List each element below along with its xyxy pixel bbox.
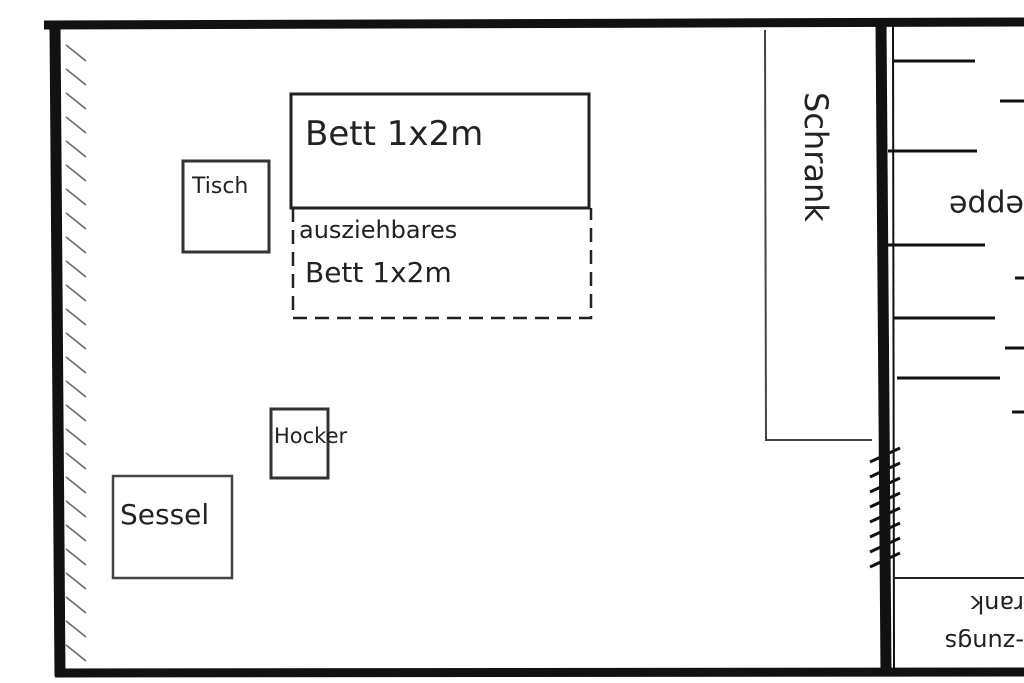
hatch-stroke	[65, 164, 87, 182]
hatch-stroke	[65, 404, 87, 422]
hatch-stroke	[65, 116, 87, 134]
pullout-bed-label-2: Bett 1x2m	[305, 256, 452, 289]
pullout-bed	[291, 208, 593, 320]
table	[181, 159, 271, 254]
wall-inner	[875, 23, 892, 675]
hatch-stroke	[65, 260, 87, 278]
hatch-stroke	[869, 506, 901, 524]
hatch-stroke	[65, 236, 87, 254]
hatch-stroke	[65, 500, 87, 518]
hatch-stroke	[65, 284, 87, 302]
hatch-stroke	[65, 356, 87, 374]
hatch-stroke	[65, 92, 87, 110]
wall-right-border	[892, 25, 895, 671]
hatch-stroke	[65, 380, 87, 398]
hatch-stroke	[65, 332, 87, 350]
hatch-stroke	[65, 596, 87, 614]
hatch-stroke	[869, 446, 901, 464]
cabinet-label-2: -zungs	[945, 628, 1024, 656]
armchair-label: Sessel	[120, 498, 209, 531]
table-label: Tisch	[191, 174, 248, 199]
wardrobe	[764, 29, 872, 441]
armchair	[111, 474, 234, 580]
hatch-stroke	[65, 140, 87, 158]
wall-top	[43, 17, 1024, 30]
hatch-stroke	[65, 452, 87, 470]
hatch-stroke	[65, 572, 87, 590]
bed-label: Bett 1x2m	[305, 114, 483, 154]
wall-left	[49, 24, 66, 677]
hatch-stroke	[65, 308, 87, 326]
hatch-stroke	[65, 428, 87, 446]
hatch-stroke	[869, 536, 901, 554]
hatch-stroke	[869, 476, 901, 494]
stairs-label: eppe	[949, 188, 1024, 223]
wardrobe-label: Schrank	[797, 92, 835, 222]
hatch-stroke	[869, 461, 901, 479]
pullout-bed-label-1: ausziehbares	[299, 216, 457, 244]
stool-label: Hocker	[274, 424, 348, 448]
cabinet-label-1: rank	[970, 590, 1024, 618]
hatch-stroke	[65, 476, 87, 494]
window-hatching	[65, 44, 87, 662]
bed	[289, 92, 591, 210]
door-hatching	[869, 446, 901, 569]
stool	[269, 407, 330, 480]
hatch-stroke	[65, 212, 87, 230]
hatch-stroke	[869, 491, 901, 509]
hatch-stroke	[65, 44, 87, 62]
hatch-stroke	[65, 524, 87, 542]
hatch-stroke	[65, 68, 87, 86]
hatch-stroke	[65, 188, 87, 206]
stairs	[888, 59, 1024, 414]
hatch-stroke	[65, 620, 87, 638]
hatch-stroke	[869, 551, 901, 569]
hatch-stroke	[65, 548, 87, 566]
hatch-stroke	[65, 644, 87, 662]
hatch-stroke	[869, 521, 901, 539]
wall-bottom	[54, 667, 1024, 678]
